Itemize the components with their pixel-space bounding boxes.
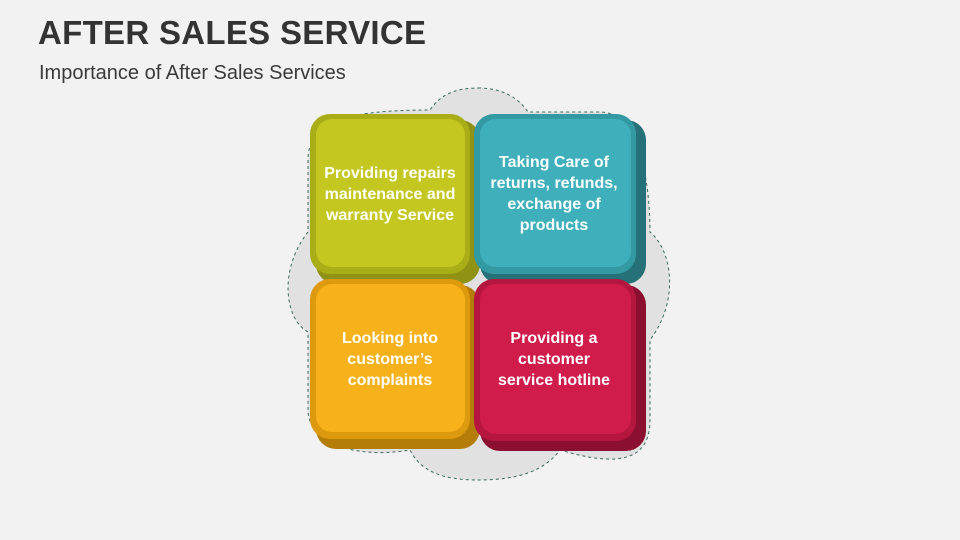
page-title: AFTER SALES SERVICE <box>38 14 427 51</box>
item-repairs-maintenance: Providing repairs maintenance and warran… <box>310 114 470 274</box>
page-subtitle: Importance of After Sales Services <box>39 62 346 84</box>
item-service-hotline: Providing a customer service hotline <box>474 279 634 439</box>
item-label: Providing repairs maintenance and warran… <box>324 164 456 224</box>
tile-2-face <box>480 119 631 267</box>
tile-3-face <box>316 284 465 432</box>
tile-1-face <box>316 119 465 267</box>
item-label: Looking into customer’s complaints <box>342 329 438 389</box>
item-customer-complaints: Looking into customer’s complaints <box>310 279 470 439</box>
item-label: Providing a customer service hotline <box>497 329 611 389</box>
tile-4-face <box>480 284 631 434</box>
item-returns-refunds: Taking Care of returns, refunds, exchang… <box>474 114 634 274</box>
item-label: Taking Care of returns, refunds, exchang… <box>490 154 618 234</box>
